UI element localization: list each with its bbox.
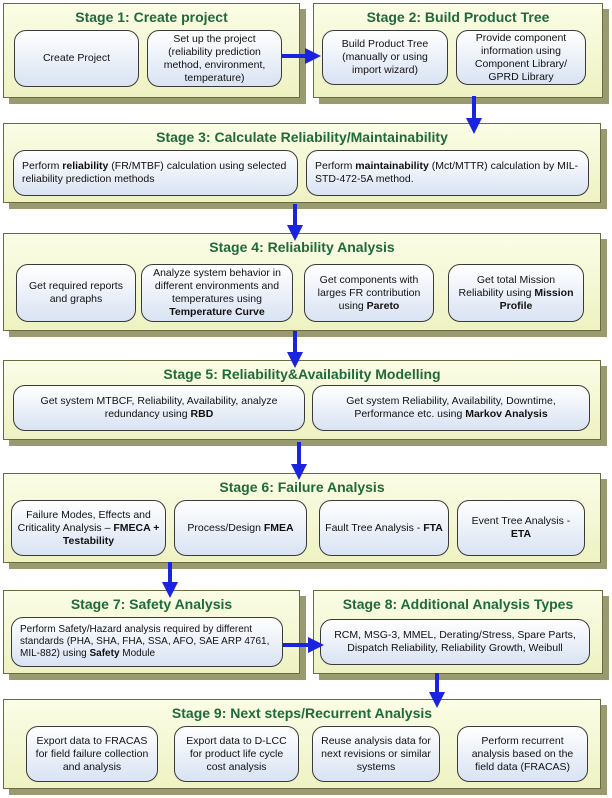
rbd-box: Get system MTBCF, Reliability, Availabil… xyxy=(13,385,305,431)
stage-4-title: Stage 4: Reliability Analysis xyxy=(209,239,395,255)
setup-project-box: Set up the project (reliability predicti… xyxy=(147,30,282,87)
reports-graphs-box: Get required reports and graphs xyxy=(16,264,136,322)
maintainability-calculation-box: Perform maintainability (Mct/MTTR) calcu… xyxy=(306,150,589,196)
additional-analysis-box: RCM, MSG-3, MMEL, Derating/Stress, Spare… xyxy=(320,619,590,665)
stage-9-panel: Stage 9: Next steps/Recurrent Analysis E… xyxy=(3,699,601,789)
markov-analysis-box: Get system Reliability, Availability, Do… xyxy=(312,385,590,431)
pareto-box: Get components with larges FR contributi… xyxy=(304,264,434,322)
stage-3-title: Stage 3: Calculate Reliability/Maintaina… xyxy=(156,129,448,145)
stage-7-title: Stage 7: Safety Analysis xyxy=(70,596,233,612)
stage-4-panel: Stage 4: Reliability Analysis Get requir… xyxy=(3,233,601,331)
stage-9-title: Stage 9: Next steps/Recurrent Analysis xyxy=(171,705,433,721)
fmeca-box: Failure Modes, Effects and Criticality A… xyxy=(11,500,166,556)
dlcc-export-box: Export data to D-LCC for product life cy… xyxy=(174,726,299,782)
stage-1-title: Stage 1: Create project xyxy=(75,9,228,25)
stage-6-title: Stage 6: Failure Analysis xyxy=(219,479,385,495)
fracas-export-box: Export data to FRACAS for field failure … xyxy=(26,726,158,782)
fta-box: Fault Tree Analysis - FTA xyxy=(319,500,449,556)
stage-8-panel: Stage 8: Additional Analysis Types RCM, … xyxy=(313,590,603,674)
stage-2-panel: Stage 2: Build Product Tree Build Produc… xyxy=(313,3,603,98)
reuse-data-box: Reuse analysis data for next revisions o… xyxy=(312,726,440,782)
temperature-curve-box: Analyze system behavior in different env… xyxy=(141,264,293,322)
create-project-box: Create Project xyxy=(14,30,139,87)
stage-3-panel: Stage 3: Calculate Reliability/Maintaina… xyxy=(3,123,601,203)
stage-1-panel: Stage 1: Create project Create Project S… xyxy=(3,3,300,98)
stage-6-panel: Stage 6: Failure Analysis Failure Modes,… xyxy=(3,473,601,563)
stage-8-title: Stage 8: Additional Analysis Types xyxy=(342,596,574,612)
recurrent-analysis-box: Perform recurrent analysis based on the … xyxy=(457,726,588,782)
mission-profile-box: Get total Mission Reliability using Miss… xyxy=(448,264,584,322)
build-product-tree-box: Build Product Tree (manually or using im… xyxy=(322,30,448,85)
fmea-box: Process/Design FMEA xyxy=(174,500,307,556)
stage-5-panel: Stage 5: Reliability&Availability Modell… xyxy=(3,360,601,440)
reliability-calculation-box: Perform reliability (FR/MTBF) calculatio… xyxy=(13,150,298,196)
eta-box: Event Tree Analysis - ETA xyxy=(457,500,585,556)
stage-2-title: Stage 2: Build Product Tree xyxy=(366,9,550,25)
stage-7-panel: Stage 7: Safety Analysis Perform Safety/… xyxy=(3,590,300,674)
safety-analysis-box: Perform Safety/Hazard analysis required … xyxy=(11,617,283,667)
component-information-box: Provide component information using Comp… xyxy=(456,30,586,85)
stage-5-title: Stage 5: Reliability&Availability Modell… xyxy=(163,366,441,382)
